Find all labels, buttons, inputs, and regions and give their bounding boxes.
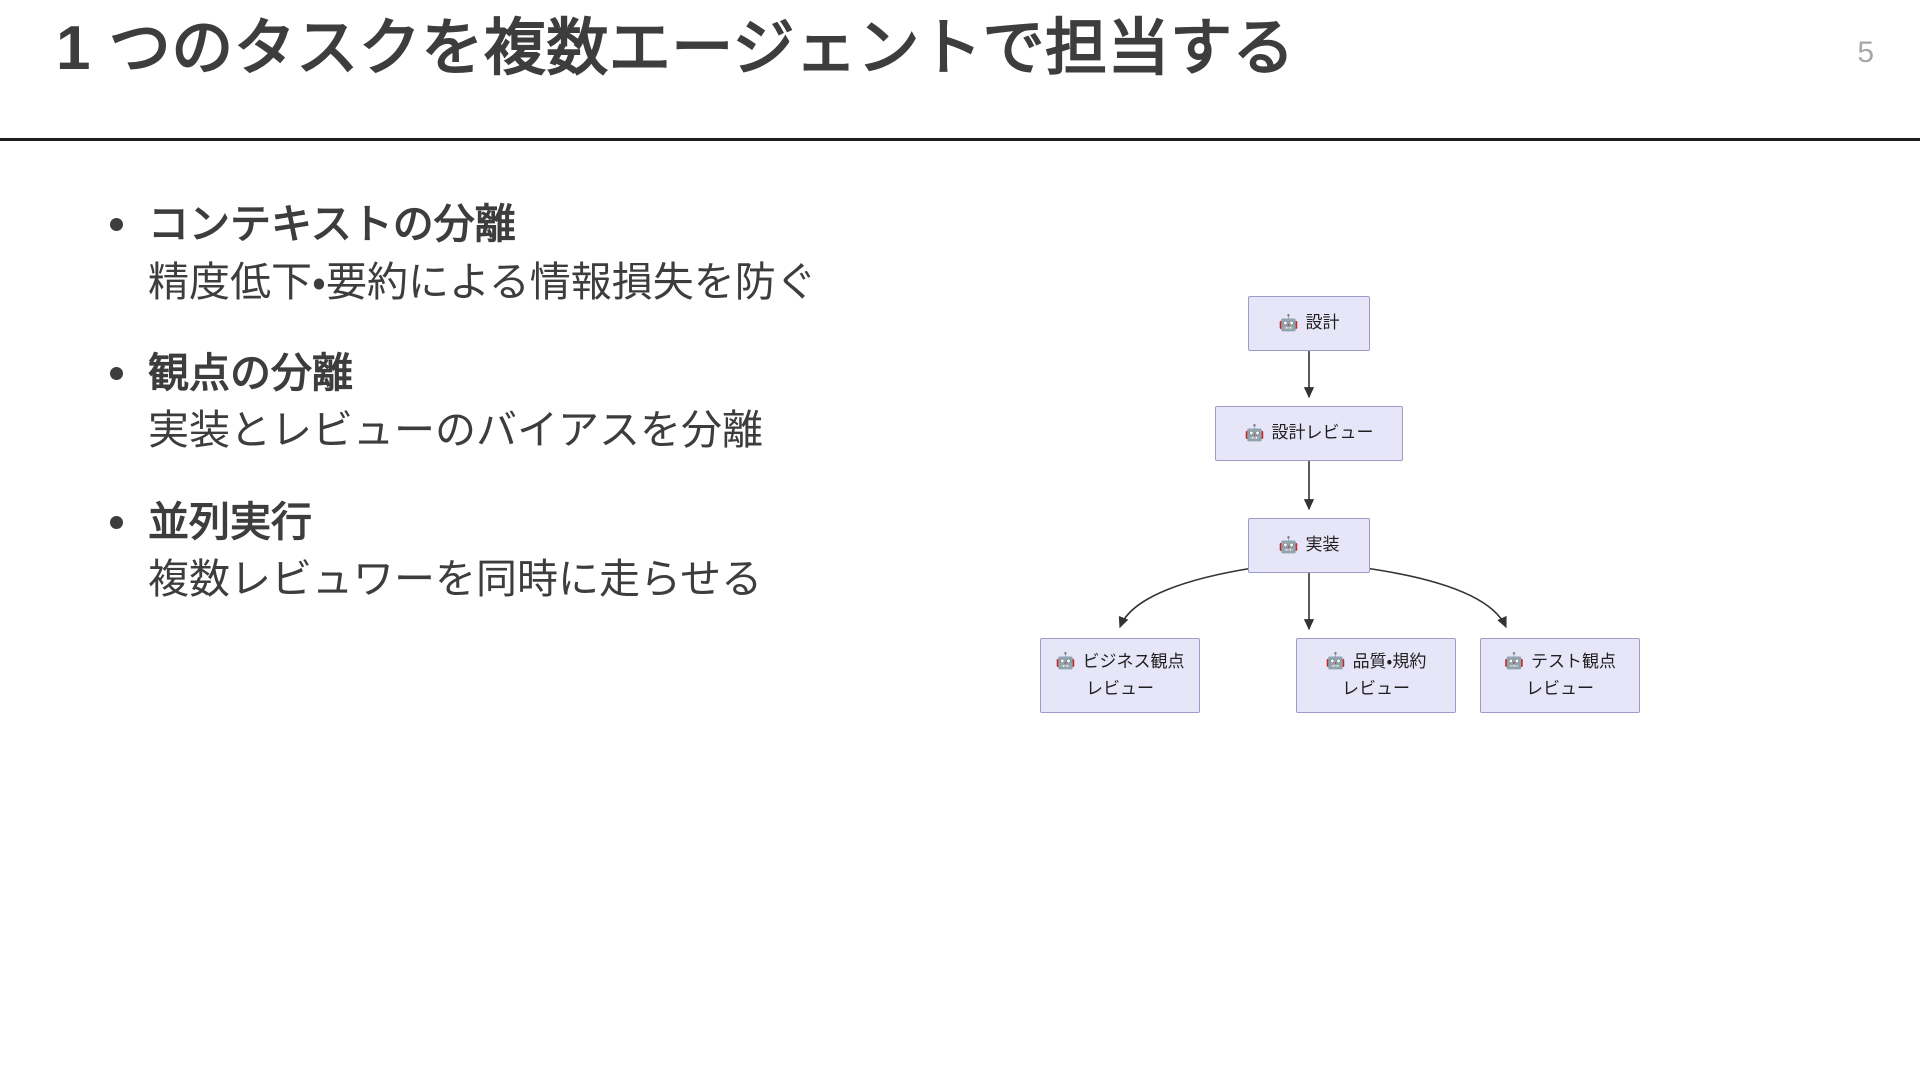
bullet-dot-icon	[110, 515, 123, 529]
node-design-review[interactable]: 🤖 設計レビュー	[1215, 406, 1403, 461]
page-number: 5	[1857, 36, 1874, 69]
bullet-dot-icon	[110, 366, 123, 380]
node-design[interactable]: 🤖 設計	[1248, 296, 1370, 351]
bullet-dot-icon	[110, 218, 123, 231]
node-label: 設計	[1305, 313, 1340, 333]
node-label-line1: テスト観点	[1530, 652, 1616, 672]
title-divider	[0, 138, 1920, 141]
list-item: コンテキストの分離 精度低下・要約による情報損失を防ぐ	[96, 196, 976, 311]
bullet-body: 精度低下・要約による情報損失を防ぐ	[148, 258, 817, 305]
bullet-heading: 並列実行	[148, 498, 312, 545]
robot-icon: 🤖	[1278, 314, 1299, 332]
node-quality-review[interactable]: 🤖 品質・規約 レビュー	[1296, 638, 1456, 713]
edge-impl-to-test	[1364, 567, 1507, 629]
robot-icon: 🤖	[1325, 653, 1346, 671]
node-label-line2: レビュー	[1525, 678, 1594, 698]
node-test-review[interactable]: 🤖 テスト観点 レビュー	[1480, 638, 1640, 713]
node-business-review[interactable]: 🤖 ビジネス観点 レビュー	[1040, 638, 1200, 713]
list-item: 観点の分離 実装とレビューのバイアスを分離	[96, 345, 976, 460]
robot-icon: 🤖	[1055, 653, 1076, 671]
node-label: 実装	[1305, 535, 1340, 555]
list-item: 並列実行 複数レビュワーを同時に走らせる	[96, 494, 976, 609]
node-implementation[interactable]: 🤖 実装	[1248, 518, 1370, 573]
node-label-line1: ビジネス観点	[1082, 652, 1185, 672]
bullet-list: コンテキストの分離 精度低下・要約による情報損失を防ぐ 観点の分離 実装とレビュ…	[96, 196, 976, 642]
node-label-line2: レビュー	[1085, 678, 1154, 698]
node-label-line1: 品質・規約	[1352, 652, 1427, 672]
diagram-edges	[1118, 351, 1507, 631]
bullet-heading: コンテキストの分離	[148, 201, 516, 247]
bullet-heading: 観点の分離	[148, 349, 353, 396]
robot-icon: 🤖	[1278, 536, 1299, 554]
bullet-body: 実装とレビューのバイアスを分離	[148, 407, 763, 454]
robot-icon: 🤖	[1244, 424, 1265, 442]
node-label-line2: レビュー	[1341, 678, 1410, 698]
page-title: 1 つのタスクを複数エージェントで担当する	[56, 14, 1295, 83]
robot-icon: 🤖	[1504, 653, 1524, 671]
agent-flow-diagram: 🤖 設計 🤖 設計レビュー 🤖 実装 🤖 ビジネス観点 レビュー	[1040, 296, 1780, 766]
node-label: 設計レビュー	[1271, 423, 1374, 443]
edge-impl-to-business	[1118, 567, 1254, 629]
bullet-body: 複数レビュワーを同時に走らせる	[148, 556, 763, 603]
